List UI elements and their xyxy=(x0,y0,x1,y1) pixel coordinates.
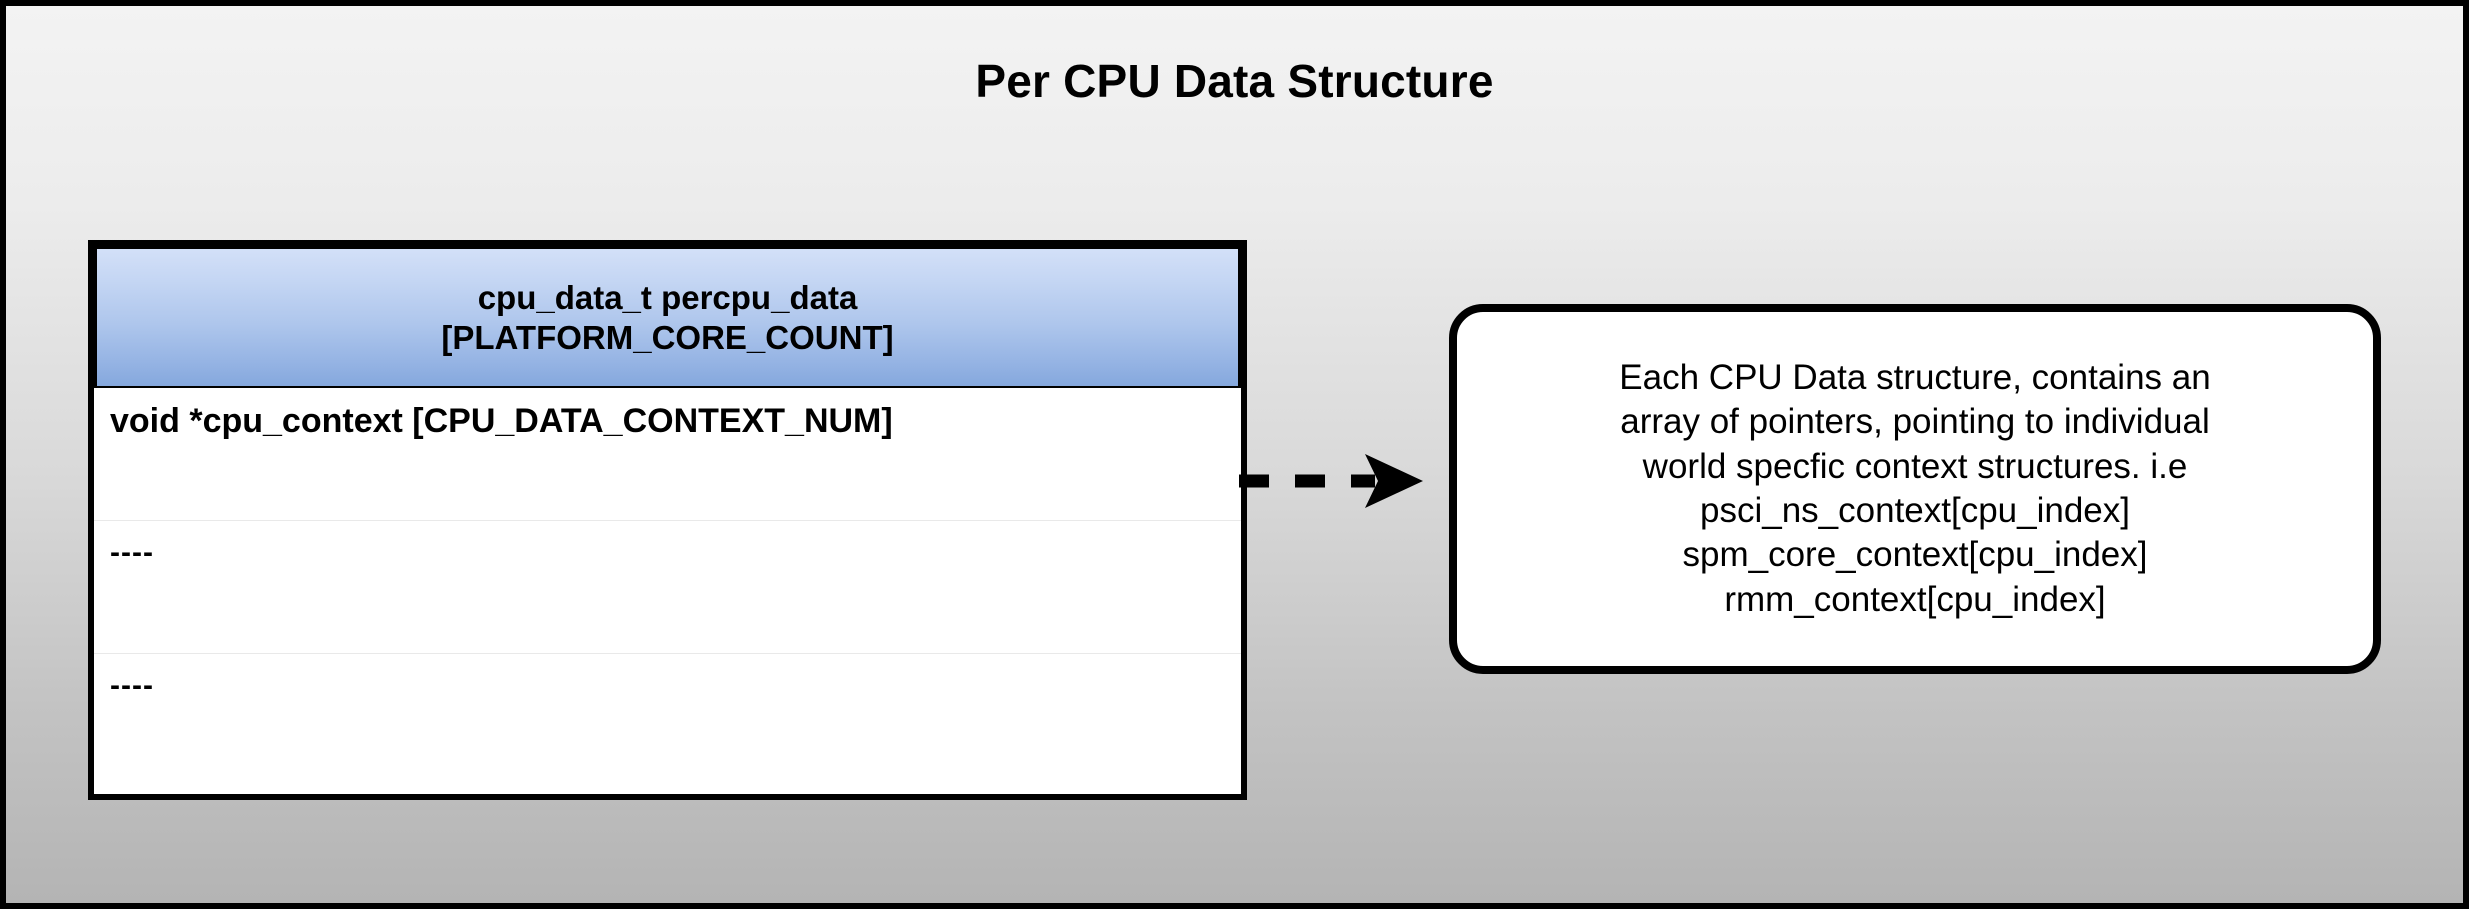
callout-line: Each CPU Data structure, contains an xyxy=(1619,357,2211,397)
struct-row-label: ---- xyxy=(110,669,154,702)
callout-note: Each CPU Data structure, contains an arr… xyxy=(1449,304,2381,674)
struct-table-header: cpu_data_t percpu_data [PLATFORM_CORE_CO… xyxy=(88,240,1247,395)
table-row: ---- xyxy=(94,521,1241,654)
percpu-data-struct-table: cpu_data_t percpu_data [PLATFORM_CORE_CO… xyxy=(88,240,1247,800)
callout-line: spm_core_context[cpu_index] xyxy=(1682,535,2148,575)
callout-line: array of pointers, pointing to individua… xyxy=(1620,402,2210,442)
struct-table-body: void *cpu_context [CPU_DATA_CONTEXT_NUM]… xyxy=(88,388,1247,800)
table-row: void *cpu_context [CPU_DATA_CONTEXT_NUM] xyxy=(94,388,1241,521)
struct-header-line-1: cpu_data_t percpu_data xyxy=(477,278,858,316)
callout-line: rmm_context[cpu_index] xyxy=(1724,579,2106,619)
table-row: ---- xyxy=(94,654,1241,787)
arrow-icon xyxy=(1239,454,1423,508)
callout-line: world specfic context structures. i.e xyxy=(1642,446,2188,486)
struct-row-label: void *cpu_context [CPU_DATA_CONTEXT_NUM] xyxy=(110,402,893,440)
struct-row-label: ---- xyxy=(110,536,154,569)
dashed-arrow-connector xyxy=(1237,436,1437,526)
page-title: Per CPU Data Structure xyxy=(975,55,1494,107)
callout-line: psci_ns_context[cpu_index] xyxy=(1700,491,2130,530)
struct-header-line-2: [PLATFORM_CORE_COUNT] xyxy=(441,318,894,356)
